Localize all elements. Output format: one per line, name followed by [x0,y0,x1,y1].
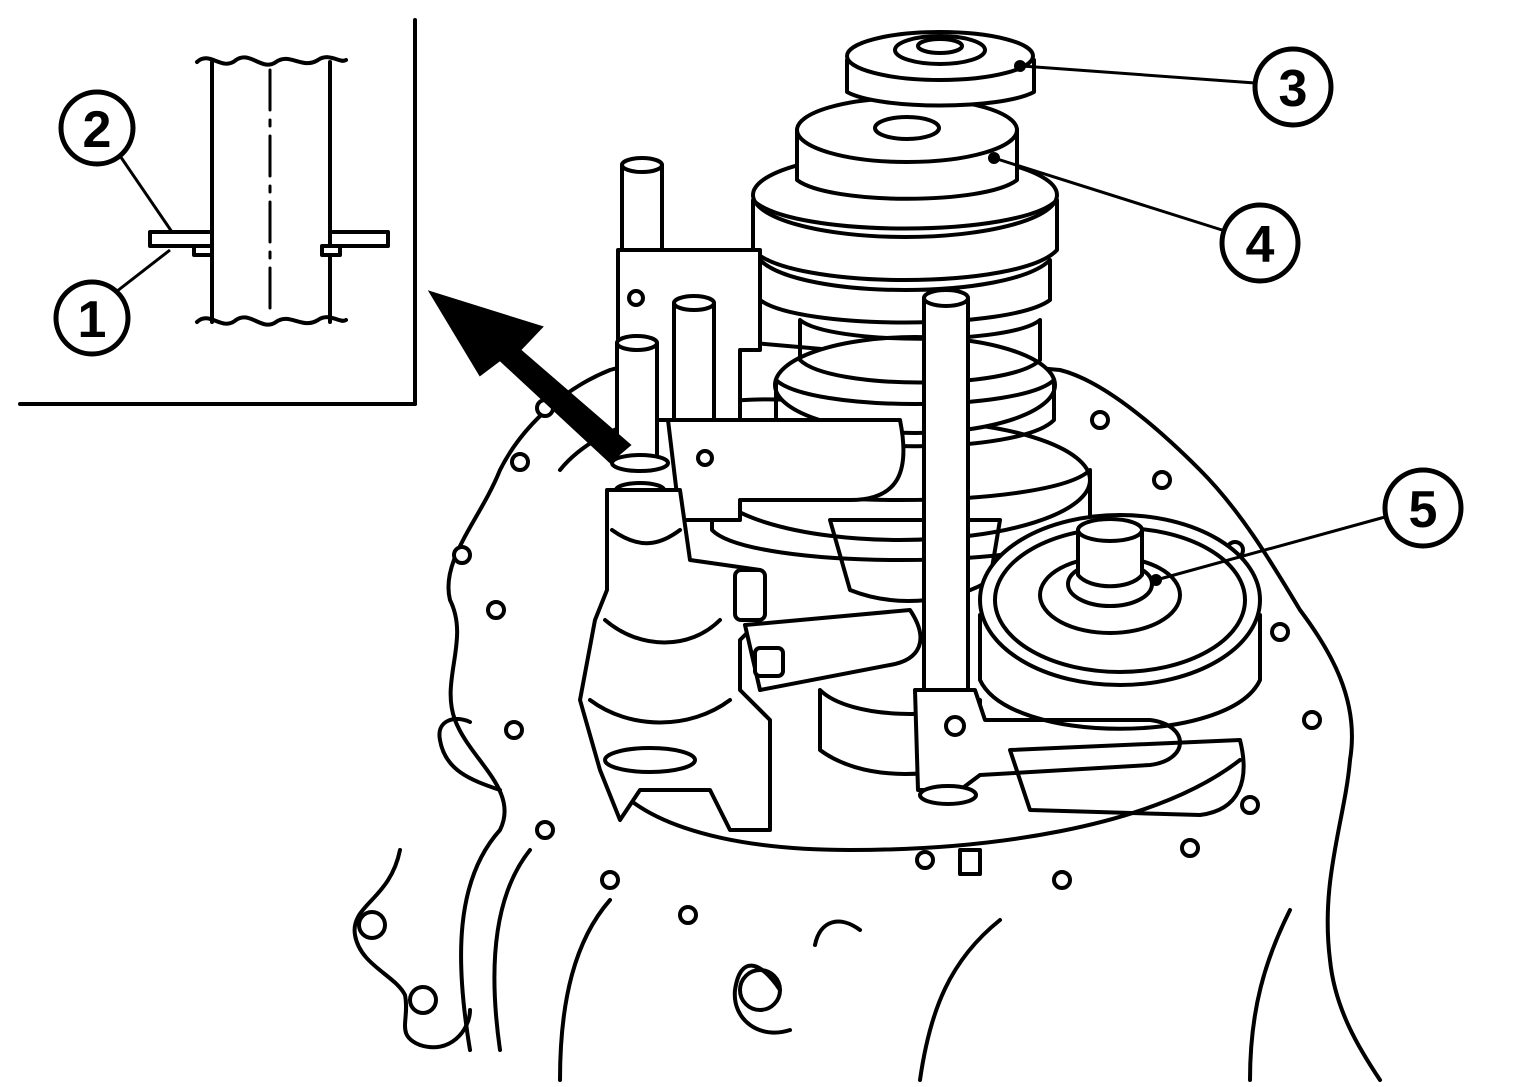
countershaft-gear [978,513,1262,817]
callout-1: 1 [53,248,171,357]
transaxle-case [352,338,1382,1082]
callout-4: 4 [988,152,1301,284]
callout-3: 3 [1014,46,1334,128]
callout-5-label: 5 [1409,481,1438,539]
arrow-icon [427,290,632,464]
shift-rods [578,156,1182,832]
inset-detail [18,18,417,406]
callout-5: 5 [1150,467,1464,586]
mainshaft-gear-stack [708,30,1092,776]
callout-1-label: 1 [78,291,107,349]
callout-4-label: 4 [1246,216,1275,274]
callout-3-label: 3 [1279,60,1308,118]
callout-2-label: 2 [83,101,112,159]
callout-2: 2 [58,89,174,233]
